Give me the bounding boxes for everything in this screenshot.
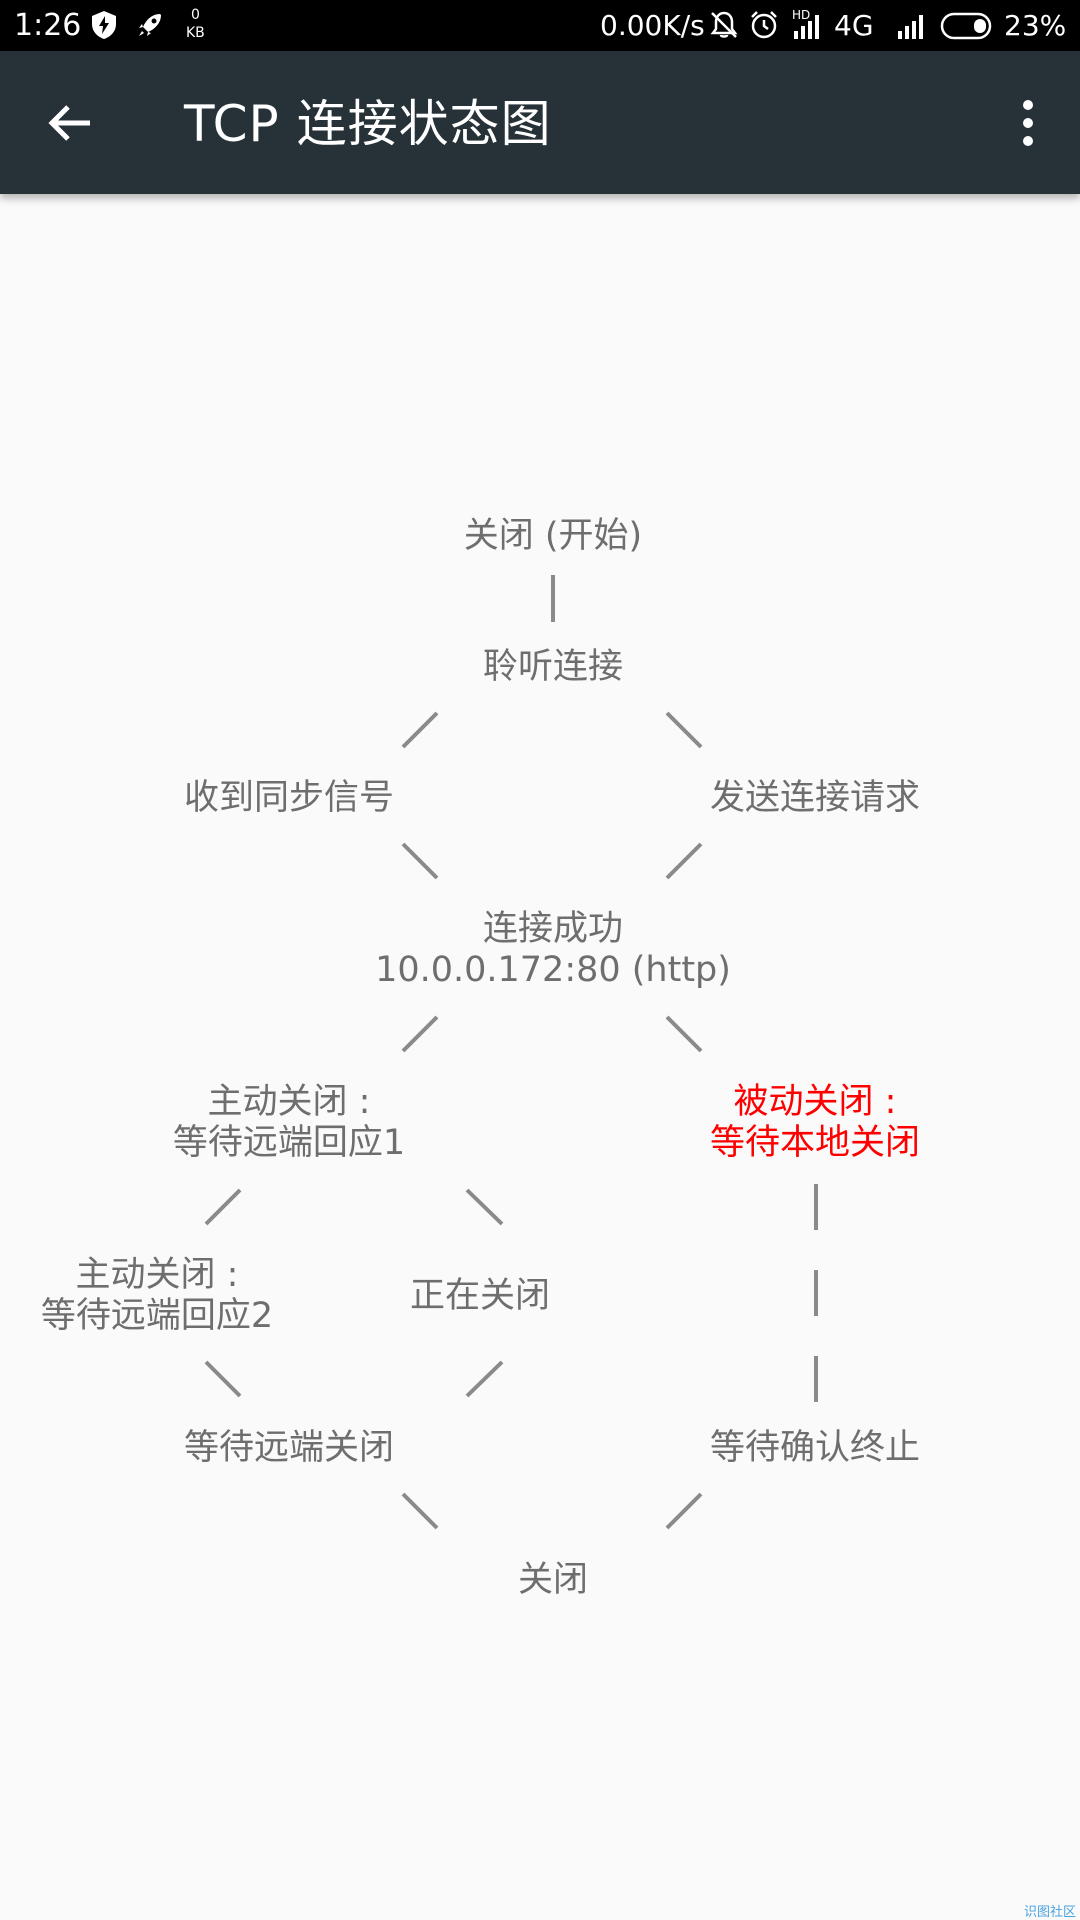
state-closed-start[interactable]: 关闭 (开始)	[464, 516, 642, 557]
state-sublabel: 等待本地关闭	[709, 1123, 921, 1163]
state-label: 等待远端关闭	[183, 1428, 395, 1468]
signal-icon	[794, 15, 819, 39]
connector	[465, 1188, 504, 1226]
state-sublabel: 等待远端回应1	[172, 1123, 406, 1163]
connector	[204, 1360, 242, 1398]
mute-icon	[710, 11, 738, 38]
state-label: 关闭 (开始)	[463, 516, 643, 556]
status-time: 1:26	[14, 8, 82, 43]
app-bar: TCP 连接状态图	[0, 51, 1080, 194]
connector	[465, 1360, 504, 1398]
status-bar: 1:26 0 KB 0.00K/s HD 4G	[0, 0, 1080, 51]
signal-icon	[898, 15, 923, 39]
state-listen[interactable]: 聆听连接	[483, 647, 623, 688]
state-time-wait[interactable]: 等待远端关闭	[184, 1428, 394, 1469]
state-label: 等待确认终止	[709, 1428, 921, 1468]
connector	[401, 842, 439, 880]
state-close-wait[interactable]: 被动关闭 : 等待本地关闭	[710, 1082, 920, 1164]
state-label: 收到同步信号	[183, 778, 395, 818]
page-title: TCP 连接状态图	[184, 95, 552, 153]
connector	[401, 711, 439, 749]
state-syn-sent[interactable]: 发送连接请求	[710, 778, 920, 819]
state-syn-received[interactable]: 收到同步信号	[184, 778, 394, 819]
connector	[665, 711, 703, 749]
state-label: 主动关闭 :	[75, 1255, 239, 1295]
state-established[interactable]: 连接成功 10.0.0.172:80 (http)	[375, 909, 731, 991]
state-last-ack[interactable]: 等待确认终止	[710, 1428, 920, 1469]
state-label: 发送连接请求	[709, 778, 921, 818]
hd-label: HD	[792, 8, 811, 22]
connector	[204, 1188, 242, 1226]
state-label: 连接成功	[482, 909, 623, 949]
state-label: 被动关闭 :	[733, 1082, 897, 1122]
state-fin-wait-2[interactable]: 主动关闭 : 等待远端回应2	[41, 1255, 273, 1337]
state-sublabel: 等待远端回应2	[40, 1296, 274, 1336]
state-closing[interactable]: 正在关闭	[410, 1276, 550, 1317]
state-fin-wait-1[interactable]: 主动关闭 : 等待远端回应1	[173, 1082, 405, 1164]
data-usage-unit: KB	[186, 25, 205, 41]
network-speed: 0.00K/s	[600, 9, 705, 42]
connector	[665, 842, 703, 880]
network-type: 4G	[834, 9, 874, 42]
state-label: 主动关闭 :	[207, 1082, 371, 1122]
more-vert-icon[interactable]	[986, 81, 1070, 165]
connector	[401, 1492, 439, 1530]
connector	[665, 1492, 703, 1530]
connection-address: 10.0.0.172:80 (http)	[375, 950, 731, 990]
shield-bolt-icon	[92, 11, 116, 39]
state-label: 正在关闭	[409, 1276, 551, 1316]
watermark: 识图社区	[1023, 1905, 1076, 1920]
connector	[665, 1015, 703, 1053]
rocket-icon	[139, 14, 161, 36]
battery-percent: 23%	[1004, 9, 1067, 42]
back-arrow-icon[interactable]	[28, 81, 112, 165]
data-usage-value: 0	[190, 7, 200, 23]
state-closed-end[interactable]: 关闭	[518, 1560, 588, 1601]
state-label: 关闭	[517, 1560, 589, 1600]
connector	[401, 1015, 439, 1053]
state-label: 聆听连接	[482, 647, 624, 687]
alarm-icon	[751, 11, 777, 39]
battery-icon	[940, 12, 992, 40]
data-usage-indicator: 0 KB	[186, 6, 205, 42]
